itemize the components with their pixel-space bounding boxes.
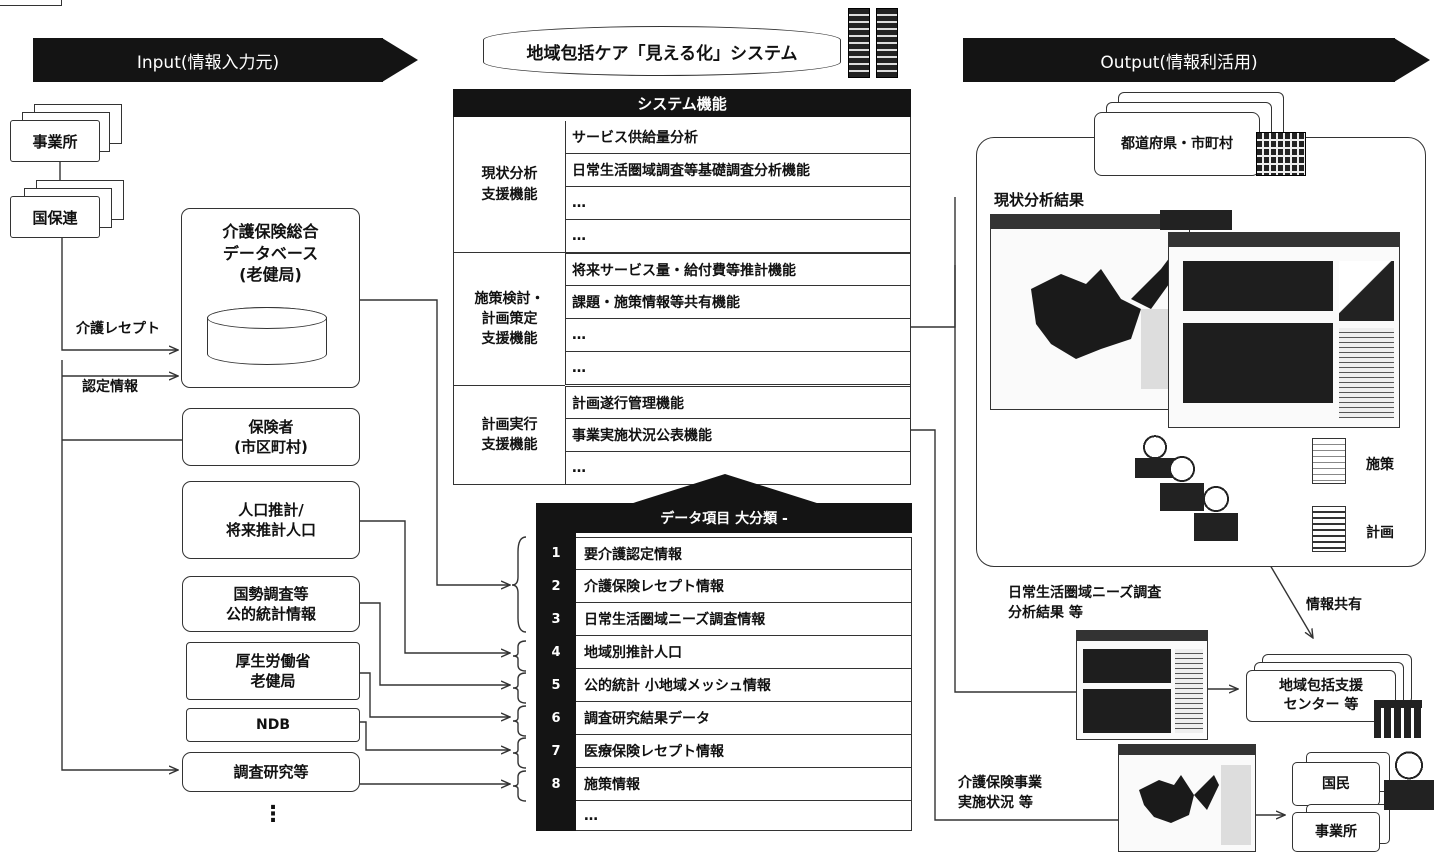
input-ndb: NDB [186, 708, 360, 742]
server-icon [848, 8, 870, 78]
output-chiiki-center: 地域包括支援 センター 等 [1246, 670, 1396, 722]
function-row: … [565, 352, 911, 385]
function-group-shisaku: 施策検討・ 計画策定 支援機能 [453, 253, 565, 386]
label-nintei-joho: 認定情報 [82, 379, 138, 395]
map-thumbnail [1139, 765, 1251, 845]
document-icon-keikaku [1312, 506, 1346, 552]
data-item-row: 医療保険レセプト情報 [576, 735, 912, 768]
building-icon [1256, 132, 1306, 176]
input-chosa-kenkyu: 調査研究等 [182, 752, 360, 792]
input-banner: Input(情報入力元) [33, 38, 383, 82]
input-jinko-suikei: 人口推計/ 将来推計人口 [182, 481, 360, 559]
input-kokusei-chosa: 国勢調査等 公的統計情報 [182, 576, 360, 632]
output-todofuken: 都道府県・市町村 [1094, 112, 1260, 176]
analysis-screenshot-charts [1168, 232, 1400, 428]
function-group-keikaku: 計画実行 支援機能 [453, 386, 565, 485]
function-row: 将来サービス量・給付費等推計機能 [565, 253, 911, 286]
up-arrow-triangle [630, 474, 820, 504]
server-icon [876, 8, 898, 78]
data-item-row: 地域別推計人口 [576, 636, 912, 669]
corner-tab [0, 0, 62, 6]
label-joho-kyoyu: 情報共有 [1306, 597, 1362, 613]
data-items-header: データ項目 大分類 - [536, 503, 912, 533]
data-item-row: 公的統計 小地域メッシュ情報 [576, 669, 912, 702]
function-group-genjo: 現状分析 支援機能 [453, 117, 565, 253]
data-item-number: 8 [536, 768, 576, 801]
building-icon [1374, 700, 1422, 738]
data-item-row: 介護保険レセプト情報 [576, 570, 912, 603]
data-item-row: 要介護認定情報 [576, 537, 912, 570]
toolbar-strip [1160, 210, 1232, 230]
label-genjo-kekka: 現状分析結果 [994, 191, 1085, 209]
data-item-number: 1 [536, 537, 576, 570]
output-kokumin: 国民 [1292, 762, 1380, 806]
output-jigyosho: 事業所 [1292, 812, 1380, 852]
input-banner-arrow [382, 38, 418, 82]
input-more-ellipsis: ⋮ [262, 802, 284, 827]
data-item-number: 7 [536, 735, 576, 768]
function-row: 日常生活圏域調査等基礎調査分析機能 [565, 154, 911, 187]
input-hokensha: 保険者 (市区町村) [182, 408, 360, 466]
functions-header: システム機能 [453, 89, 911, 117]
function-row: 事業実施状況公表機能 [565, 419, 911, 452]
data-item-number: 2 [536, 570, 576, 603]
output-banner-arrow [1394, 38, 1430, 82]
data-item-row: 日常生活圏域ニーズ調査情報 [576, 603, 912, 636]
input-koseirodosho: 厚生労働省 老健局 [186, 642, 360, 700]
function-row: 課題・施策情報等共有機能 [565, 286, 911, 319]
map-thumbnail [1031, 249, 1181, 389]
label-kaigo-jigyo: 介護保険事業 実施状況 等 [958, 775, 1042, 811]
function-row: サービス供給量分析 [565, 121, 911, 154]
analysis-screenshot-map [990, 214, 1190, 410]
function-row: … [565, 220, 911, 253]
family-icon [1384, 748, 1434, 810]
needs-screenshot [1076, 630, 1208, 740]
kaigo-screenshot [1118, 744, 1256, 852]
data-item-number: 6 [536, 702, 576, 735]
label-keikaku: 計画 [1366, 525, 1394, 541]
function-row: … [565, 187, 911, 220]
label-needs-kekka: 日常生活圏域ニーズ調査 分析結果 等 [1008, 585, 1162, 621]
system-title-cylinder: 地域包括ケア「見える化」システム [483, 26, 841, 76]
input-kokuhoren: 国保連 [10, 196, 100, 238]
input-jigyosho: 事業所 [10, 120, 100, 162]
data-item-row: 調査研究結果データ [576, 702, 912, 735]
document-icon-shisaku [1312, 438, 1346, 484]
data-item-row: 施策情報 [576, 768, 912, 801]
output-banner: Output(情報利活用) [963, 38, 1395, 82]
data-item-number: 4 [536, 636, 576, 669]
function-row: 計画遂行管理機能 [565, 386, 911, 419]
database-cylinder-top [207, 307, 327, 329]
function-row: … [565, 319, 911, 352]
data-item-number: 5 [536, 669, 576, 702]
label-kaigo-receipt: 介護レセプト [76, 321, 160, 337]
person-icon-3 [1194, 485, 1238, 541]
label-shisaku: 施策 [1366, 457, 1394, 473]
data-item-row: … [576, 801, 912, 831]
data-item-number: 3 [536, 603, 576, 636]
